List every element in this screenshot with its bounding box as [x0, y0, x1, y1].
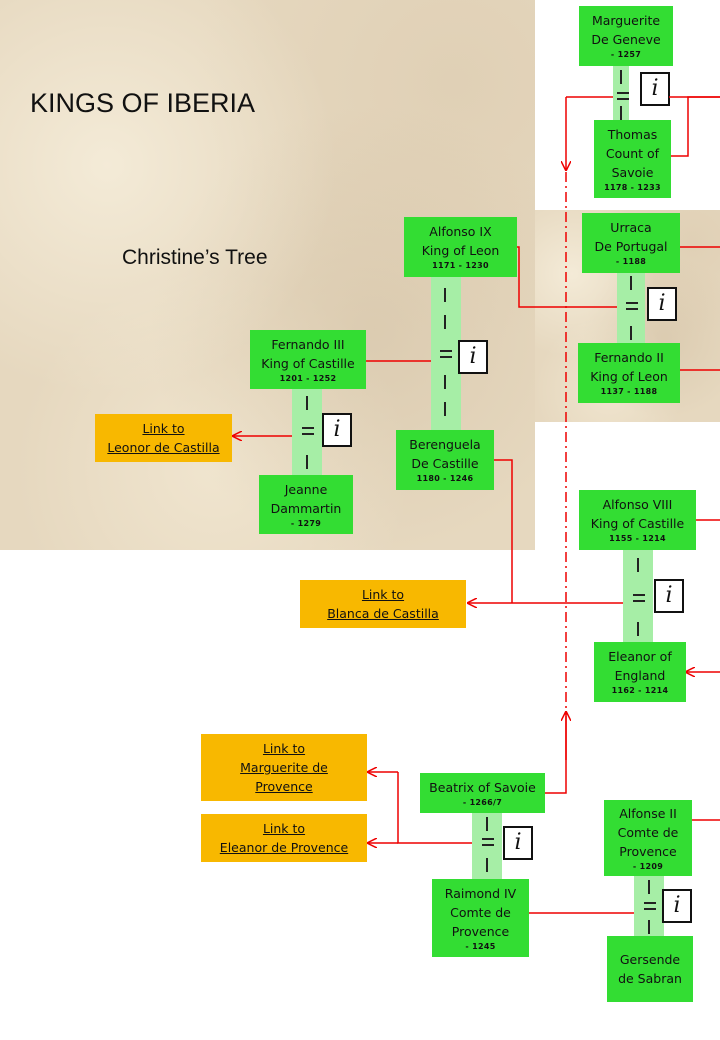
person-dates: - 1266/7 — [462, 797, 503, 807]
person-dates: - 1257 — [610, 50, 642, 59]
person-urraca-de-portugal[interactable]: Urraca De Portugal - 1188 — [582, 213, 680, 273]
info-icon-fernando3-jeanne[interactable]: i — [322, 413, 352, 447]
person-name: Alfonso VIII King of Castille — [590, 497, 685, 531]
person-alfonse-ii[interactable]: Alfonse II Comte de Provence - 1209 — [604, 800, 692, 876]
person-alfonso-viii[interactable]: Alfonso VIII King of Castille 1155 - 121… — [579, 490, 696, 550]
stem-dash — [637, 622, 639, 636]
stem-dash — [444, 375, 446, 389]
stem-dash — [620, 70, 622, 84]
line-berenguela-right — [494, 459, 513, 603]
person-eleanor-of-england[interactable]: Eleanor of England 1162 - 1214 — [594, 642, 686, 702]
link-label[interactable]: Link to Blanca de Castilla — [327, 587, 439, 621]
equals-sign — [626, 302, 638, 310]
stem-dash — [648, 880, 650, 894]
person-name: Marguerite De Geneve — [591, 13, 661, 47]
link-label[interactable]: Link to Leonor de Castilla — [107, 421, 220, 455]
person-name: Alfonso IX King of Leon — [421, 224, 500, 258]
equals-sign — [644, 902, 656, 910]
stem-dash — [306, 455, 308, 469]
person-jeanne-dammartin[interactable]: Jeanne Dammartin - 1279 — [259, 475, 353, 534]
person-berenguela[interactable]: Berenguela De Castille 1180 - 1246 — [396, 430, 494, 490]
link-leonor-de-castilla[interactable]: Link to Leonor de Castilla — [95, 414, 232, 462]
person-dates: 1178 - 1233 — [604, 182, 661, 192]
stem-dash — [620, 106, 622, 120]
equals-sign — [302, 427, 314, 435]
page-subtitle: Christine’s Tree — [122, 246, 268, 269]
stem-dash — [444, 402, 446, 416]
person-name: Raimond IV Comte de Provence — [444, 885, 517, 939]
stem-dash — [648, 920, 650, 934]
link-label[interactable]: Link to Eleanor de Provence — [219, 821, 349, 855]
person-name: Thomas Count of Savoie — [605, 126, 660, 180]
marriage-stem-alfonso9-berenguela — [431, 277, 461, 430]
stem-dash — [486, 858, 488, 872]
info-icon-alfonse2-gersende[interactable]: i — [662, 889, 692, 923]
line-thomas-right — [671, 96, 720, 157]
equals-sign — [617, 92, 629, 100]
person-marguerite-de-geneve[interactable]: Marguerite De Geneve - 1257 — [579, 6, 673, 66]
page-title: KINGS OF IBERIA — [30, 88, 256, 118]
stem-dash — [444, 315, 446, 329]
person-dates: 1137 - 1188 — [600, 387, 658, 396]
equals-sign — [440, 350, 452, 358]
person-name: Eleanor of England — [608, 649, 672, 683]
link-label[interactable]: Link to Marguerite de Provence — [240, 741, 328, 794]
person-dates: 1155 - 1214 — [609, 534, 666, 543]
equals-sign — [633, 594, 645, 602]
info-icon-beatrix-raimond[interactable]: i — [503, 826, 533, 860]
person-thomas-count-of-savoie[interactable]: Thomas Count of Savoie 1178 - 1233 — [594, 120, 671, 198]
person-dates: - 1209 — [632, 861, 664, 871]
stem-dash — [306, 396, 308, 410]
person-name: Fernando II King of Leon — [590, 350, 668, 384]
person-beatrix-of-savoie[interactable]: Beatrix of Savoie - 1266/7 — [420, 773, 545, 813]
person-fernando-ii[interactable]: Fernando II King of Leon 1137 - 1188 — [578, 343, 680, 403]
person-raimond-iv[interactable]: Raimond IV Comte de Provence - 1245 — [432, 879, 529, 957]
link-blanca-de-castilla[interactable]: Link to Blanca de Castilla — [300, 580, 466, 628]
info-icon-alfonso8-eleanor[interactable]: i — [654, 579, 684, 613]
line-alfonso9-urraca — [517, 246, 617, 308]
person-fernando-iii[interactable]: Fernando III King of Castille 1201 - 125… — [250, 330, 366, 389]
stem-dash — [637, 558, 639, 572]
link-marguerite-de-provence[interactable]: Link to Marguerite de Provence — [201, 734, 367, 801]
line-beatrix-up — [545, 716, 567, 794]
person-dates: 1171 - 1230 — [432, 261, 489, 270]
person-name: Gersende de Sabran — [618, 952, 682, 986]
person-dates: - 1245 — [465, 941, 496, 951]
info-icon-urraca-fernando2[interactable]: i — [647, 287, 677, 321]
person-name: Jeanne Dammartin — [270, 481, 342, 516]
person-dates: - 1188 — [615, 257, 647, 266]
stem-dash — [444, 288, 446, 302]
person-dates: 1201 - 1252 — [279, 373, 337, 383]
person-name: Berenguela De Castille — [409, 437, 481, 471]
person-dates: 1180 - 1246 — [416, 474, 474, 483]
stem-dash — [486, 817, 488, 831]
link-eleanor-de-provence[interactable]: Link to Eleanor de Provence — [201, 814, 367, 862]
person-name: Fernando III King of Castille — [261, 336, 355, 371]
stem-dash — [630, 326, 632, 340]
person-name: Beatrix of Savoie — [429, 779, 536, 795]
info-icon-marguerite-thomas[interactable]: i — [640, 72, 670, 106]
person-dates: - 1279 — [290, 518, 322, 528]
person-dates: 1162 - 1214 — [611, 686, 669, 695]
info-icon-alfonso9-berenguela[interactable]: i — [458, 340, 488, 374]
stem-dash — [630, 276, 632, 290]
person-gersende-de-sabran[interactable]: Gersende de Sabran — [607, 936, 693, 1002]
person-name: Urraca De Portugal — [594, 220, 668, 254]
equals-sign — [482, 838, 494, 846]
person-name: Alfonse II Comte de Provence — [617, 805, 679, 859]
person-alfonso-ix[interactable]: Alfonso IX King of Leon 1171 - 1230 — [404, 217, 517, 277]
